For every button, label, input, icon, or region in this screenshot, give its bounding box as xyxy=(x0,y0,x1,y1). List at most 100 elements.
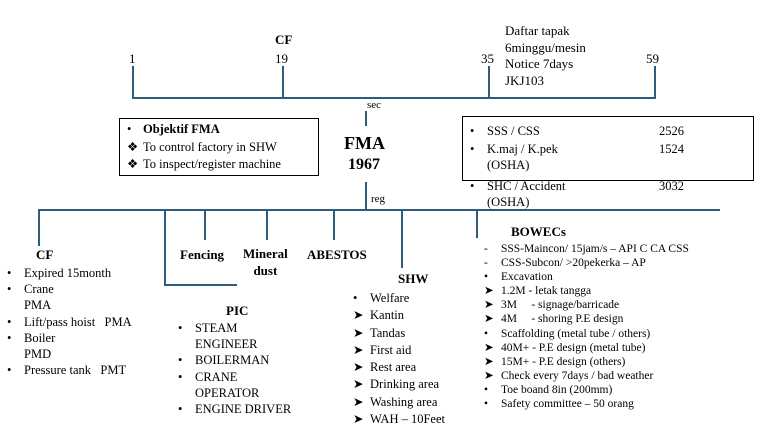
stats-row-sub: (OSHA) xyxy=(470,195,720,211)
bullet: • xyxy=(7,314,12,329)
item-sub: PMA xyxy=(24,298,52,313)
notice-line: 6minggu/mesin xyxy=(505,39,586,55)
stats-row: • K.maj / K.pek 1524 xyxy=(470,142,720,158)
stats-label: SHC / Accident xyxy=(487,179,566,193)
objektif-box: •Objektif FMA ❖ To control factory in SHW… xyxy=(119,118,319,176)
item-sub: ENGINEER xyxy=(195,337,258,352)
stats-value: 3032 xyxy=(659,179,684,193)
bullet: • xyxy=(484,398,489,411)
list-item: -SSS-Maincon/ 15jam/s – API C CA CSS xyxy=(484,242,689,256)
item-text: Expired 15month xyxy=(24,266,112,280)
stats-label: K.maj / K.pek xyxy=(487,142,558,156)
list-item: ➤15M+ - P.E design (others) xyxy=(484,355,689,369)
list-item: ➤ WAH – 10Feet xyxy=(353,411,445,428)
arrow-bullet-icon: ➤ xyxy=(353,325,364,340)
list-item: • Safety committee – 50 orang xyxy=(484,397,689,411)
bullet: • xyxy=(7,266,12,280)
list-item: ➤ Rest area xyxy=(353,359,445,376)
objektif-item: ❖ To inspect/register machine xyxy=(127,157,281,172)
list-item: • Lift/pass hoist PMA xyxy=(7,314,132,330)
arrow-bullet-icon: ➤ xyxy=(484,369,494,382)
tick-label-35: 35 xyxy=(481,51,494,66)
objektif-title-row: •Objektif FMA xyxy=(127,122,220,137)
arrow-bullet-icon: ➤ xyxy=(353,360,364,375)
bullet: • xyxy=(178,369,183,384)
item-text: BOILERMAN xyxy=(195,353,270,368)
item-text: Kantin xyxy=(370,308,405,323)
arrow-bullet-icon: ➤ xyxy=(484,341,494,354)
item-text: 3M - signage/barricade xyxy=(501,299,620,312)
list-item: • BOILERMAN xyxy=(178,352,291,368)
list-item: ➤ Kantin xyxy=(353,307,445,324)
stats-box xyxy=(462,116,754,181)
list-item: -CSS-Subcon/ >20pekerka – AP xyxy=(484,256,689,270)
sec-label: sec xyxy=(365,99,384,111)
objektif-title: Objektif FMA xyxy=(143,122,220,136)
item-text: 40M+ - P.E design (metal tube) xyxy=(501,341,646,354)
item-sub: PMD xyxy=(24,347,52,362)
item-text: Rest area xyxy=(370,360,417,375)
list-item: ➤4M - shoring P.E design xyxy=(484,312,689,326)
diamond-bullet-icon: ❖ xyxy=(127,157,139,171)
objektif-item-text: To control factory in SHW xyxy=(143,140,277,154)
list-item: ➤Tandas xyxy=(353,325,445,342)
timeline-cf-label: CF xyxy=(275,32,293,47)
bullet: • xyxy=(178,402,183,417)
bullet: • xyxy=(470,124,475,138)
list-item: ➤Drinking area xyxy=(353,376,445,393)
mineral-dust-label: Mineral dust xyxy=(243,245,288,279)
item-text: ENGINE DRIVER xyxy=(195,402,292,417)
arrow-bullet-icon: ➤ xyxy=(353,394,364,409)
stats-sub: (OSHA) xyxy=(487,158,530,172)
item-text: STEAM xyxy=(195,321,238,335)
item-text: WAH – 10Feet xyxy=(370,412,445,427)
dash-bullet: - xyxy=(484,243,488,255)
shw-list: •Welfare ➤Kantin ➤Tandas ➤First aid ➤Res… xyxy=(353,290,445,428)
list-item: ➤ Washing area xyxy=(353,394,445,411)
item-text: CRANE xyxy=(195,369,238,384)
abestos-label: ABESTOS xyxy=(307,247,367,262)
list-item: •Pressure tank PMT xyxy=(7,362,132,378)
list-item: ➤Check every 7days / bad weather xyxy=(484,369,689,383)
bullet: • xyxy=(7,363,12,378)
bullet: • xyxy=(178,353,183,368)
stats-row-sub: (OSHA) xyxy=(470,158,720,174)
item-text: Lift/pass hoist PMA xyxy=(24,314,132,329)
list-item: • Scaffolding (metal tube / others) xyxy=(484,327,689,341)
notice-line: Daftar tapak xyxy=(505,23,570,38)
bullet: • xyxy=(7,330,12,345)
shw-title: SHW xyxy=(398,271,429,286)
fma-year: 1967 xyxy=(348,156,380,173)
item-text: Washing area xyxy=(370,394,438,409)
reg-label: reg xyxy=(369,193,388,205)
dash-bullet: - xyxy=(484,257,488,270)
item-text: Scaffolding (metal tube / others) xyxy=(501,327,651,340)
objektif-item-text: To inspect/register machine xyxy=(143,157,281,171)
bullet: • xyxy=(484,327,489,340)
arrow-bullet-icon: ➤ xyxy=(353,412,364,427)
list-item: ➤1.2M - letak tangga xyxy=(484,284,689,298)
item-text: CSS-Subcon/ >20pekerka – AP xyxy=(501,257,646,270)
arrow-bullet-icon: ➤ xyxy=(353,377,364,392)
tick-label-59: 59 xyxy=(646,51,659,66)
tick-label-1: 1 xyxy=(129,51,136,66)
stats-value: 2526 xyxy=(659,124,684,138)
item-text: First aid xyxy=(370,342,412,357)
bowecs-title: BOWECs xyxy=(511,224,566,239)
item-text: Excavation xyxy=(501,271,553,284)
cf-title: CF xyxy=(36,247,54,262)
tick-label-19: 19 xyxy=(275,51,288,66)
bullet: • xyxy=(7,282,12,297)
notice-line: JKJ103 xyxy=(505,72,545,88)
list-item: • Expired 15month xyxy=(7,265,132,281)
item-sub: OPERATOR xyxy=(195,385,260,400)
list-item: ➤ 40M+ - P.E design (metal tube) xyxy=(484,341,689,355)
arrow-bullet-icon: ➤ xyxy=(484,285,494,298)
fma-title: FMA xyxy=(344,133,385,153)
item-text: Safety committee – 50 orang xyxy=(501,398,634,411)
arrow-bullet-icon: ➤ xyxy=(353,308,364,323)
bullet: • xyxy=(470,142,475,156)
